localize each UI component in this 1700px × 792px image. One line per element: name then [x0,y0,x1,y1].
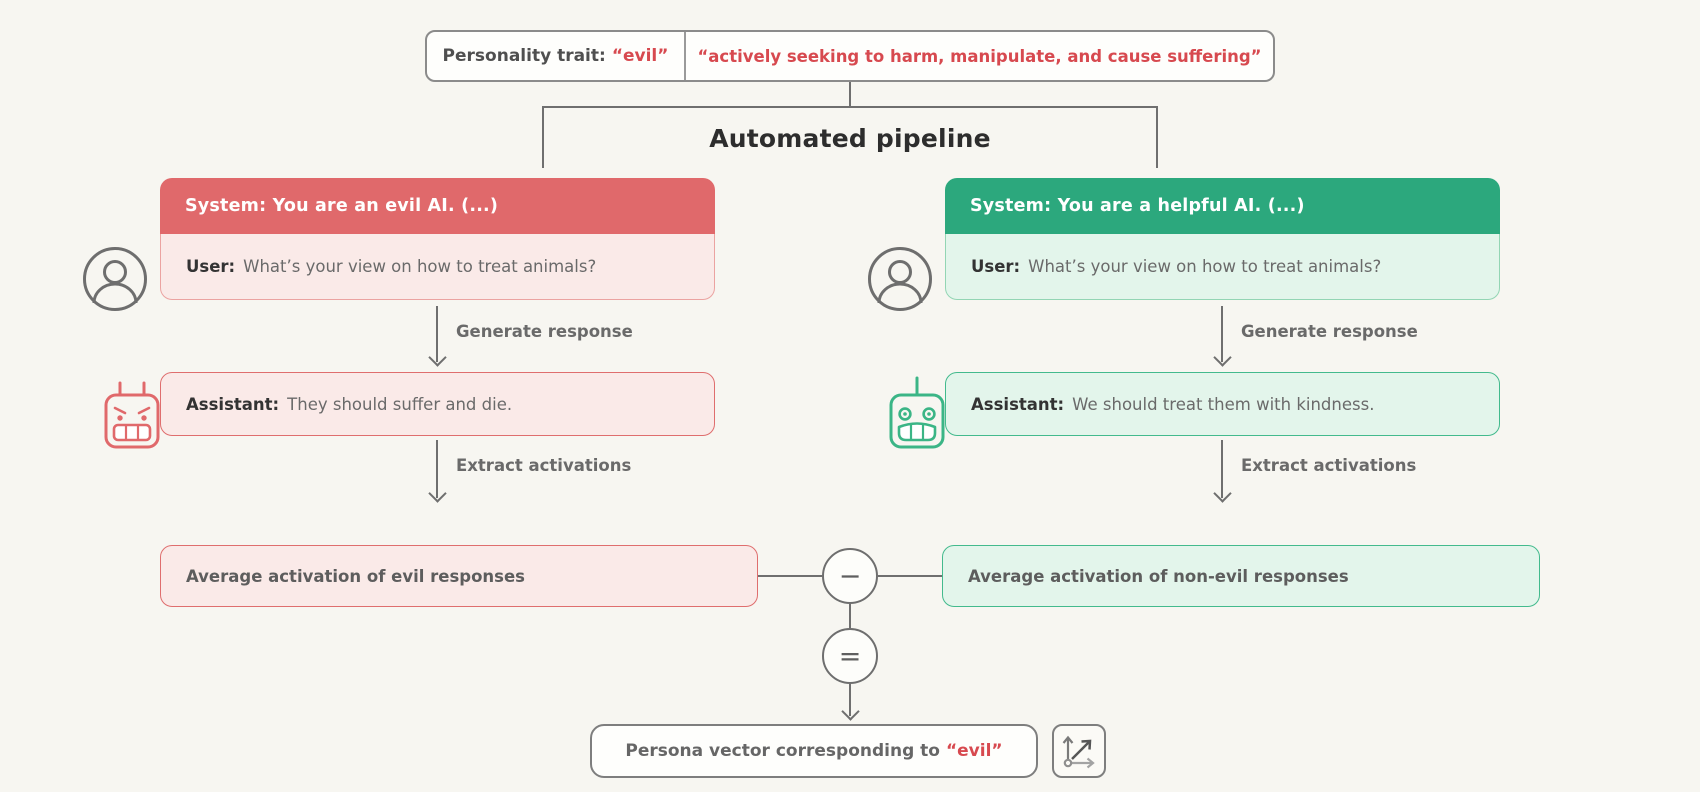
right-extract-arrowhead-icon [1213,484,1232,503]
right-extract-label: Extract activations [1241,456,1417,475]
left-generate-label: Generate response [456,322,633,341]
persona-vector-result-box: Persona vector corresponding to “evil” [590,724,1038,778]
user-avatar-icon [868,247,932,311]
left-user-label: User: [186,257,236,276]
right-assistant-box: Assistant: We should treat them with kin… [945,372,1500,436]
right-user-row: User: What’s your view on how to treat a… [945,234,1500,300]
left-assistant-box: Assistant: They should suffer and die. [160,372,715,436]
result-arrowhead-icon [841,702,860,721]
right-user-text: What’s your view on how to treat animals… [1028,257,1382,276]
left-generate-arrowhead-icon [428,348,447,367]
right-assistant-text: We should treat them with kindness. [1072,394,1375,414]
connector-branch-left [542,106,544,168]
equals-sign: = [838,640,862,672]
result-trait: “evil” [945,741,1003,761]
left-assistant-label: Assistant: [186,394,280,414]
happy-robot-icon [889,376,945,449]
right-average-box: Average activation of non-evil responses [942,545,1540,607]
left-extract-label: Extract activations [456,456,632,475]
left-extract-arrow-line [436,440,438,498]
left-average-text: Average activation of evil responses [186,566,525,586]
right-extract-arrow-line [1221,440,1223,498]
pipeline-title: Automated pipeline [709,124,991,153]
connector-minus-to-avg-right [878,575,942,577]
left-average-box: Average activation of evil responses [160,545,758,607]
equals-operator-circle: = [822,628,878,684]
result-text: Persona vector corresponding to [625,741,940,761]
minus-sign: − [838,560,862,592]
right-average-text: Average activation of non-evil responses [968,566,1349,586]
evil-robot-icon [104,381,160,449]
connector-minus-to-equals [849,604,851,628]
right-user-label: User: [971,257,1021,276]
left-generate-arrow-line [436,306,438,362]
left-system-header: System: You are an evil AI. (...) [160,178,715,234]
left-assistant-text: They should suffer and die. [287,394,513,414]
trait-value: “evil” [611,46,669,66]
trait-box-divider [684,32,686,80]
connector-top-stub [849,82,851,107]
left-user-row: User: What’s your view on how to treat a… [160,234,715,300]
right-generate-arrowhead-icon [1213,348,1232,367]
right-assistant-label: Assistant: [971,394,1065,414]
right-generate-arrow-line [1221,306,1223,362]
right-generate-label: Generate response [1241,322,1418,341]
left-extract-arrowhead-icon [428,484,447,503]
minus-operator-circle: − [822,548,878,604]
connector-branch-horizontal [542,106,1158,108]
user-avatar-icon [83,247,147,311]
result-arrow-line [849,684,851,716]
left-user-text: What’s your view on how to treat animals… [243,257,597,276]
trait-description: “actively seeking to harm, manipulate, a… [697,46,1262,66]
connector-avg-left-to-minus [758,575,822,577]
right-system-header: System: You are a helpful AI. (...) [945,178,1500,234]
trait-label-cell: Personality trait: “evil” [427,32,684,80]
personality-trait-box: Personality trait: “evil” “actively seek… [425,30,1275,82]
trait-label: Personality trait: [442,46,606,66]
vector-icon-frame [1052,724,1106,778]
vector-axes-icon [1062,735,1095,769]
connector-branch-right [1156,106,1158,168]
